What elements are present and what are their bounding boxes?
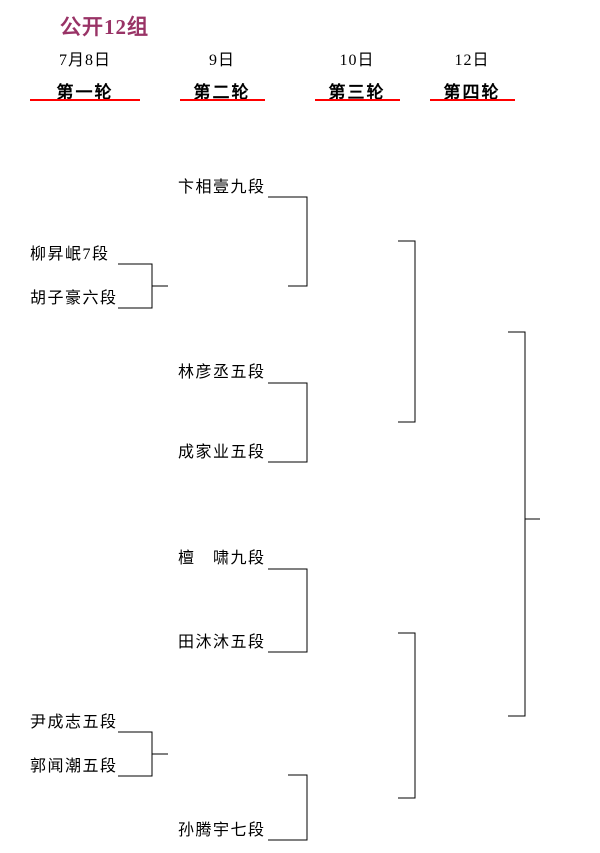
player-name: 卞相壹九段	[178, 179, 266, 196]
player-name: 田沐沐五段	[178, 634, 266, 651]
bracket-line	[508, 331, 526, 717]
bracket-line	[118, 731, 153, 777]
round-date: 10日	[339, 52, 375, 69]
round-underline	[430, 99, 515, 101]
player-name: 成家业五段	[178, 444, 266, 461]
bracket-line	[268, 568, 308, 653]
player-name: 尹成志五段	[30, 714, 118, 731]
bracket-line	[398, 240, 416, 423]
page-title: 公开12组	[60, 15, 149, 39]
player-name: 胡子豪六段	[30, 290, 118, 307]
player-name: 林彦丞五段	[178, 364, 266, 381]
round-underline	[180, 99, 265, 101]
player-name: 檀 啸九段	[178, 550, 266, 567]
bracket-line	[268, 196, 308, 287]
player-name: 孙腾宇七段	[178, 822, 266, 839]
round-underline	[315, 99, 400, 101]
round-header-2: 9日 第二轮	[194, 46, 251, 103]
round-date: 7月8日	[58, 52, 111, 69]
round-label: 第三轮	[328, 83, 386, 102]
round-label: 第二轮	[193, 83, 251, 102]
player-name: 郭闻潮五段	[30, 758, 118, 775]
round-underline	[30, 99, 140, 101]
round-header-1: 7月8日 第一轮	[57, 46, 114, 103]
round-header-3: 10日 第三轮	[329, 46, 386, 103]
round-date: 9日	[208, 52, 235, 69]
round-date: 12日	[454, 52, 490, 69]
round-header-4: 12日 第四轮	[444, 46, 501, 103]
player-name: 柳昇岷7段	[30, 246, 110, 263]
round-label: 第四轮	[443, 83, 501, 102]
bracket-line	[268, 382, 308, 463]
bracket-line	[268, 774, 308, 841]
round-label: 第一轮	[56, 83, 114, 102]
bracket-line	[118, 263, 153, 309]
bracket-line	[398, 632, 416, 799]
